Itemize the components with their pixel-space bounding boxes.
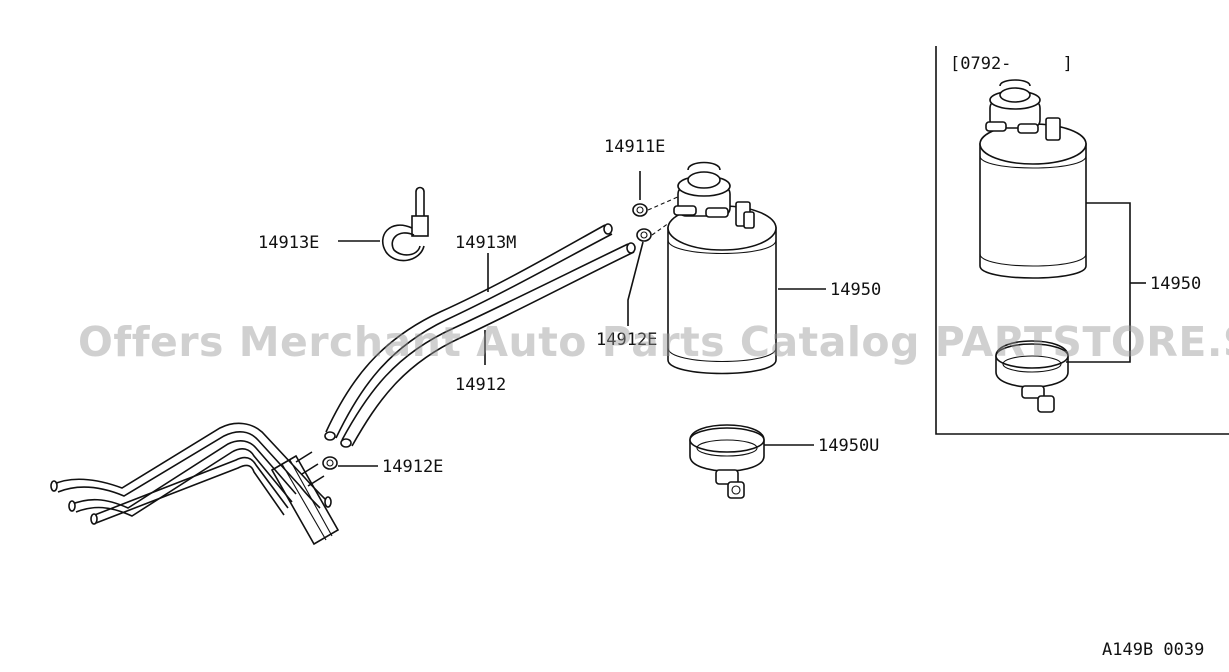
hose-14912: [340, 242, 636, 448]
clamp-14912E-lower: [322, 456, 338, 470]
clamp-14911E: [632, 203, 648, 217]
label-14913M: 14913M: [455, 233, 516, 253]
label-14950-inset: 14950: [1150, 274, 1201, 294]
inset-box: [935, 46, 1229, 435]
leader-lines: [338, 171, 1146, 467]
bracket-14950U: [689, 424, 765, 499]
clamp-14912E-upper: [636, 228, 652, 242]
clip-14913E: [381, 186, 429, 262]
bracket-inset: [995, 340, 1069, 413]
label-14950U: 14950U: [818, 436, 879, 456]
canister-14950-inset: [979, 79, 1087, 279]
hose-14913M: [324, 223, 613, 441]
label-14912E-upper: 14912E: [596, 330, 657, 350]
fuel-tube-assembly: [50, 422, 340, 546]
label-14912: 14912: [455, 375, 506, 395]
label-14913E: 14913E: [258, 233, 319, 253]
label-14912E-lower: 14912E: [382, 457, 443, 477]
label-14911E: 14911E: [604, 137, 665, 157]
canister-14950: [667, 161, 777, 375]
diagram-id: A149B 0039: [1102, 640, 1204, 660]
inset-date-range: [0792- ]: [950, 54, 1073, 74]
label-14950: 14950: [830, 280, 881, 300]
